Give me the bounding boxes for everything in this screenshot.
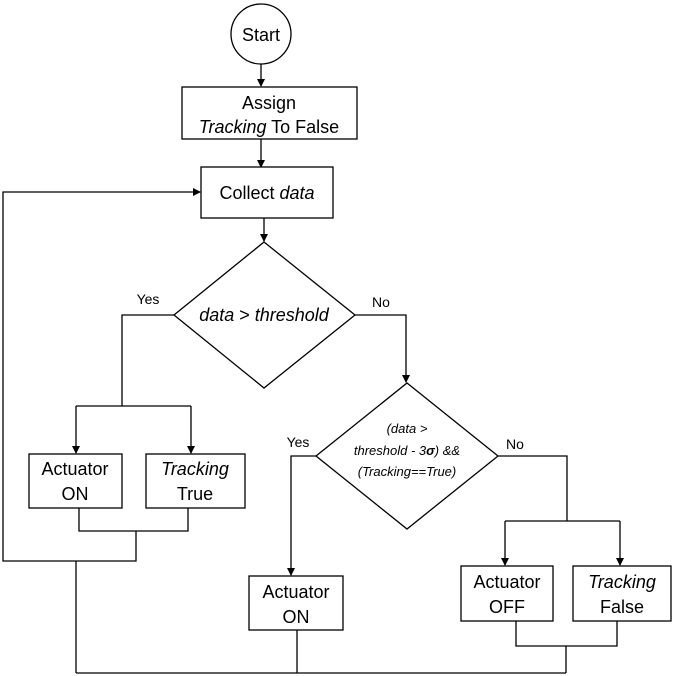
start-label: Start [242,25,280,45]
collect-label: Collect data [219,183,314,203]
collect-node: Collect data [200,166,334,219]
decision2-node: (data > threshold - 3σ) && (Tracking==Tr… [314,382,500,530]
actuator-on-mid-line1: Actuator [262,582,329,602]
actuator-on-left-line2: ON [62,484,89,504]
tracking-true-line2: True [177,484,213,504]
actuator-on-left-line1: Actuator [41,459,108,479]
actuator-off-line1: Actuator [473,572,540,592]
edge-decision1-yes [121,314,174,406]
decision2-yes-label: Yes [287,434,310,450]
decision1-yes-label: Yes [137,291,160,307]
decision2-line2: threshold - 3σ) && [354,443,460,458]
edge-right-join [515,621,618,647]
edge-decision1-no [355,314,410,383]
tracking-false-node: Tracking False [572,565,672,622]
edge-left-join [78,508,189,532]
tracking-true-node: Tracking True [145,453,246,509]
actuator-on-left-node: Actuator ON [28,453,123,509]
tracking-false-line2: False [600,597,644,617]
decision2-line3: (Tracking==True) [358,464,457,479]
decision2-no-label: No [506,436,524,452]
tracking-true-line1: Tracking [161,459,229,479]
tracking-false-line1: Tracking [588,572,656,592]
decision1-no-label: No [372,294,390,310]
actuator-on-mid-node: Actuator ON [248,575,344,631]
edge-decision2-no [498,455,568,521]
connectors [2,64,624,674]
decision1-node: data > threshold [172,241,357,389]
actuator-on-mid-line2: ON [283,607,310,627]
decision1-label: data > threshold [199,305,330,325]
assign-line2: Tracking To False [199,117,339,137]
decision2-line1: (data > [387,421,428,436]
edge-decision2-yes [287,455,316,576]
assign-line1: Assign [242,93,296,113]
actuator-off-node: Actuator OFF [460,565,554,622]
assign-node: Assign Tracking To False [181,86,358,140]
start-node: Start [230,3,292,65]
actuator-off-line2: OFF [489,597,525,617]
edge-loop-back [2,188,201,562]
